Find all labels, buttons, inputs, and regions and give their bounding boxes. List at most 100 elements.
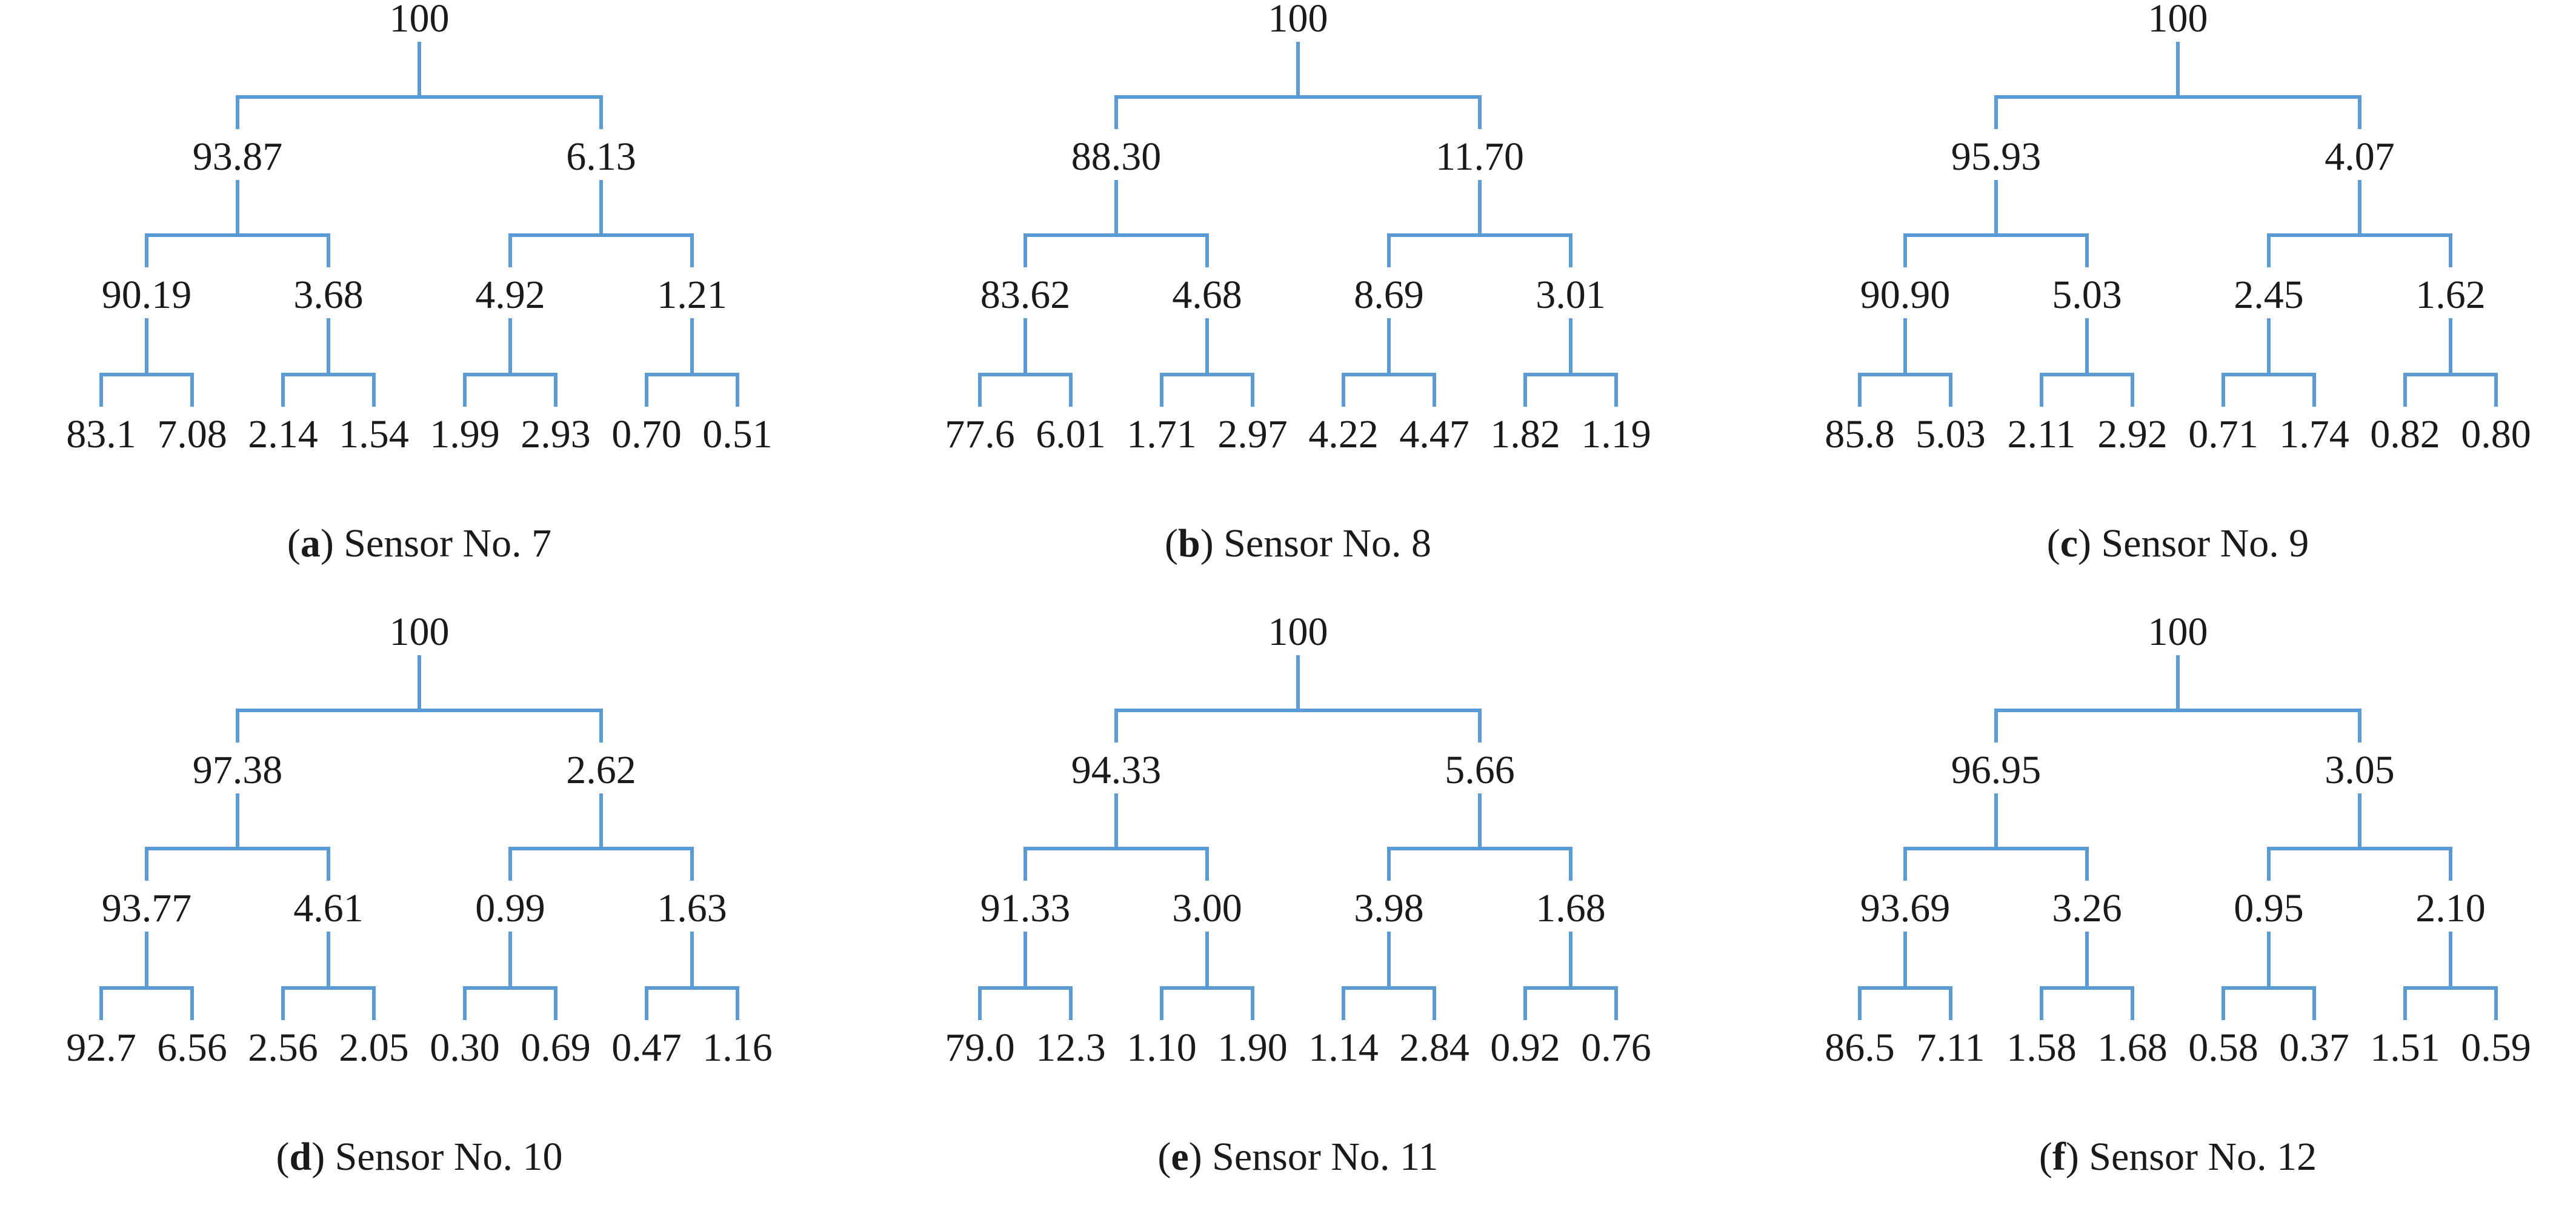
node-value-level-1: 95.93	[1951, 135, 2042, 179]
node-value-level-3: 2.92	[2097, 412, 2168, 456]
tree-connector	[281, 932, 376, 1020]
node-value-level-1: 97.38	[193, 748, 283, 792]
panel-caption: (f) Sensor No. 12	[2039, 1135, 2317, 1179]
tree-connector	[1387, 793, 1573, 881]
node-value-level-0: 100	[1268, 0, 1328, 41]
node-value-level-1: 96.95	[1951, 748, 2042, 792]
node-value-level-2: 0.95	[2234, 886, 2304, 930]
tree-connector	[978, 932, 1073, 1020]
node-value-level-3: 1.19	[1581, 412, 1651, 456]
tree-connector	[1160, 932, 1254, 1020]
tree-connector	[1342, 932, 1436, 1020]
tree-connector	[281, 318, 376, 407]
node-value-level-2: 4.68	[1172, 273, 1242, 317]
tree-connector	[1994, 655, 2361, 742]
node-value-level-1: 11.70	[1436, 135, 1524, 179]
node-value-level-3: 77.6	[945, 412, 1015, 456]
node-value-level-3: 0.82	[2370, 412, 2440, 456]
panel-caption: (a) Sensor No. 7	[287, 521, 551, 566]
node-value-level-2: 1.63	[657, 886, 727, 930]
node-value-level-3: 0.69	[521, 1026, 591, 1070]
node-value-level-3: 79.0	[945, 1026, 1015, 1070]
node-value-level-3: 92.7	[66, 1026, 136, 1070]
node-value-level-3: 1.10	[1127, 1026, 1197, 1070]
node-value-level-1: 6.13	[566, 135, 636, 179]
node-value-level-0: 100	[2148, 0, 2208, 41]
node-value-level-1: 93.87	[193, 135, 283, 179]
node-value-level-2: 3.01	[1536, 273, 1606, 317]
tree-connector	[508, 180, 694, 267]
tree-connector	[236, 42, 603, 129]
node-value-level-0: 100	[390, 610, 450, 654]
tree-connector	[236, 655, 603, 742]
node-value-level-3: 12.3	[1036, 1026, 1106, 1070]
node-value-level-1: 3.05	[2325, 748, 2395, 792]
node-value-level-2: 3.98	[1354, 886, 1424, 930]
tree-connector	[1903, 180, 2089, 267]
node-value-level-3: 1.74	[2279, 412, 2349, 456]
node-value-level-3: 0.59	[2461, 1026, 2531, 1070]
node-value-level-2: 4.61	[293, 886, 364, 930]
node-value-level-2: 90.90	[1860, 273, 1951, 317]
node-value-level-3: 1.68	[2097, 1026, 2168, 1070]
panel-caption: (c) Sensor No. 9	[2047, 521, 2309, 566]
tree-connector	[1387, 180, 1573, 267]
node-value-level-3: 0.37	[2279, 1026, 2349, 1070]
node-value-level-2: 3.00	[1172, 886, 1242, 930]
node-value-level-3: 1.16	[702, 1026, 773, 1070]
tree-connector	[2040, 318, 2134, 407]
tree-connector	[1523, 932, 1618, 1020]
node-value-level-0: 100	[2148, 610, 2208, 654]
node-value-level-3: 7.11	[1916, 1026, 1985, 1070]
node-value-level-2: 93.69	[1860, 886, 1951, 930]
node-value-level-1: 88.30	[1071, 135, 1162, 179]
tree-connector	[1994, 42, 2361, 129]
tree-connector	[2222, 318, 2316, 407]
node-value-level-3: 4.47	[1399, 412, 1469, 456]
tree-connector	[463, 318, 557, 407]
tree-connector	[1342, 318, 1436, 407]
tree-connector	[2040, 932, 2134, 1020]
tree-connector	[99, 318, 194, 407]
node-value-level-2: 93.77	[102, 886, 192, 930]
node-value-level-3: 1.82	[1490, 412, 1560, 456]
tree-connector	[978, 318, 1073, 407]
panel-caption: (e) Sensor No. 11	[1157, 1135, 1438, 1179]
tree-connector	[463, 932, 557, 1020]
node-value-level-1: 2.62	[566, 748, 636, 792]
tree-connector	[1858, 318, 1952, 407]
node-value-level-3: 1.90	[1217, 1026, 1288, 1070]
node-value-level-3: 0.58	[2188, 1026, 2258, 1070]
tree-connector	[2267, 793, 2452, 881]
tree-connector	[645, 932, 739, 1020]
node-value-level-3: 2.84	[1399, 1026, 1469, 1070]
node-value-level-3: 1.58	[2006, 1026, 2077, 1070]
node-value-level-2: 3.26	[2052, 886, 2122, 930]
node-value-level-3: 85.8	[1825, 412, 1895, 456]
tree-connector	[1023, 793, 1209, 881]
tree-connector	[645, 318, 739, 407]
node-value-level-2: 83.62	[980, 273, 1071, 317]
tree-connector	[145, 180, 330, 267]
node-value-level-2: 2.45	[2234, 273, 2304, 317]
node-value-level-2: 1.62	[2415, 273, 2486, 317]
node-value-level-1: 94.33	[1071, 748, 1162, 792]
node-value-level-3: 4.22	[1308, 412, 1379, 456]
tree-connector	[1114, 42, 1482, 129]
node-value-level-3: 0.92	[1490, 1026, 1560, 1070]
node-value-level-3: 1.14	[1308, 1026, 1379, 1070]
node-value-level-3: 1.51	[2370, 1026, 2440, 1070]
tree-connector	[1523, 318, 1618, 407]
node-value-level-3: 7.08	[157, 412, 227, 456]
tree-connector	[1023, 180, 1209, 267]
node-value-level-2: 1.68	[1536, 886, 1606, 930]
tree-connector	[1160, 318, 1254, 407]
node-value-level-3: 0.30	[430, 1026, 500, 1070]
tree-connector	[2403, 318, 2498, 407]
